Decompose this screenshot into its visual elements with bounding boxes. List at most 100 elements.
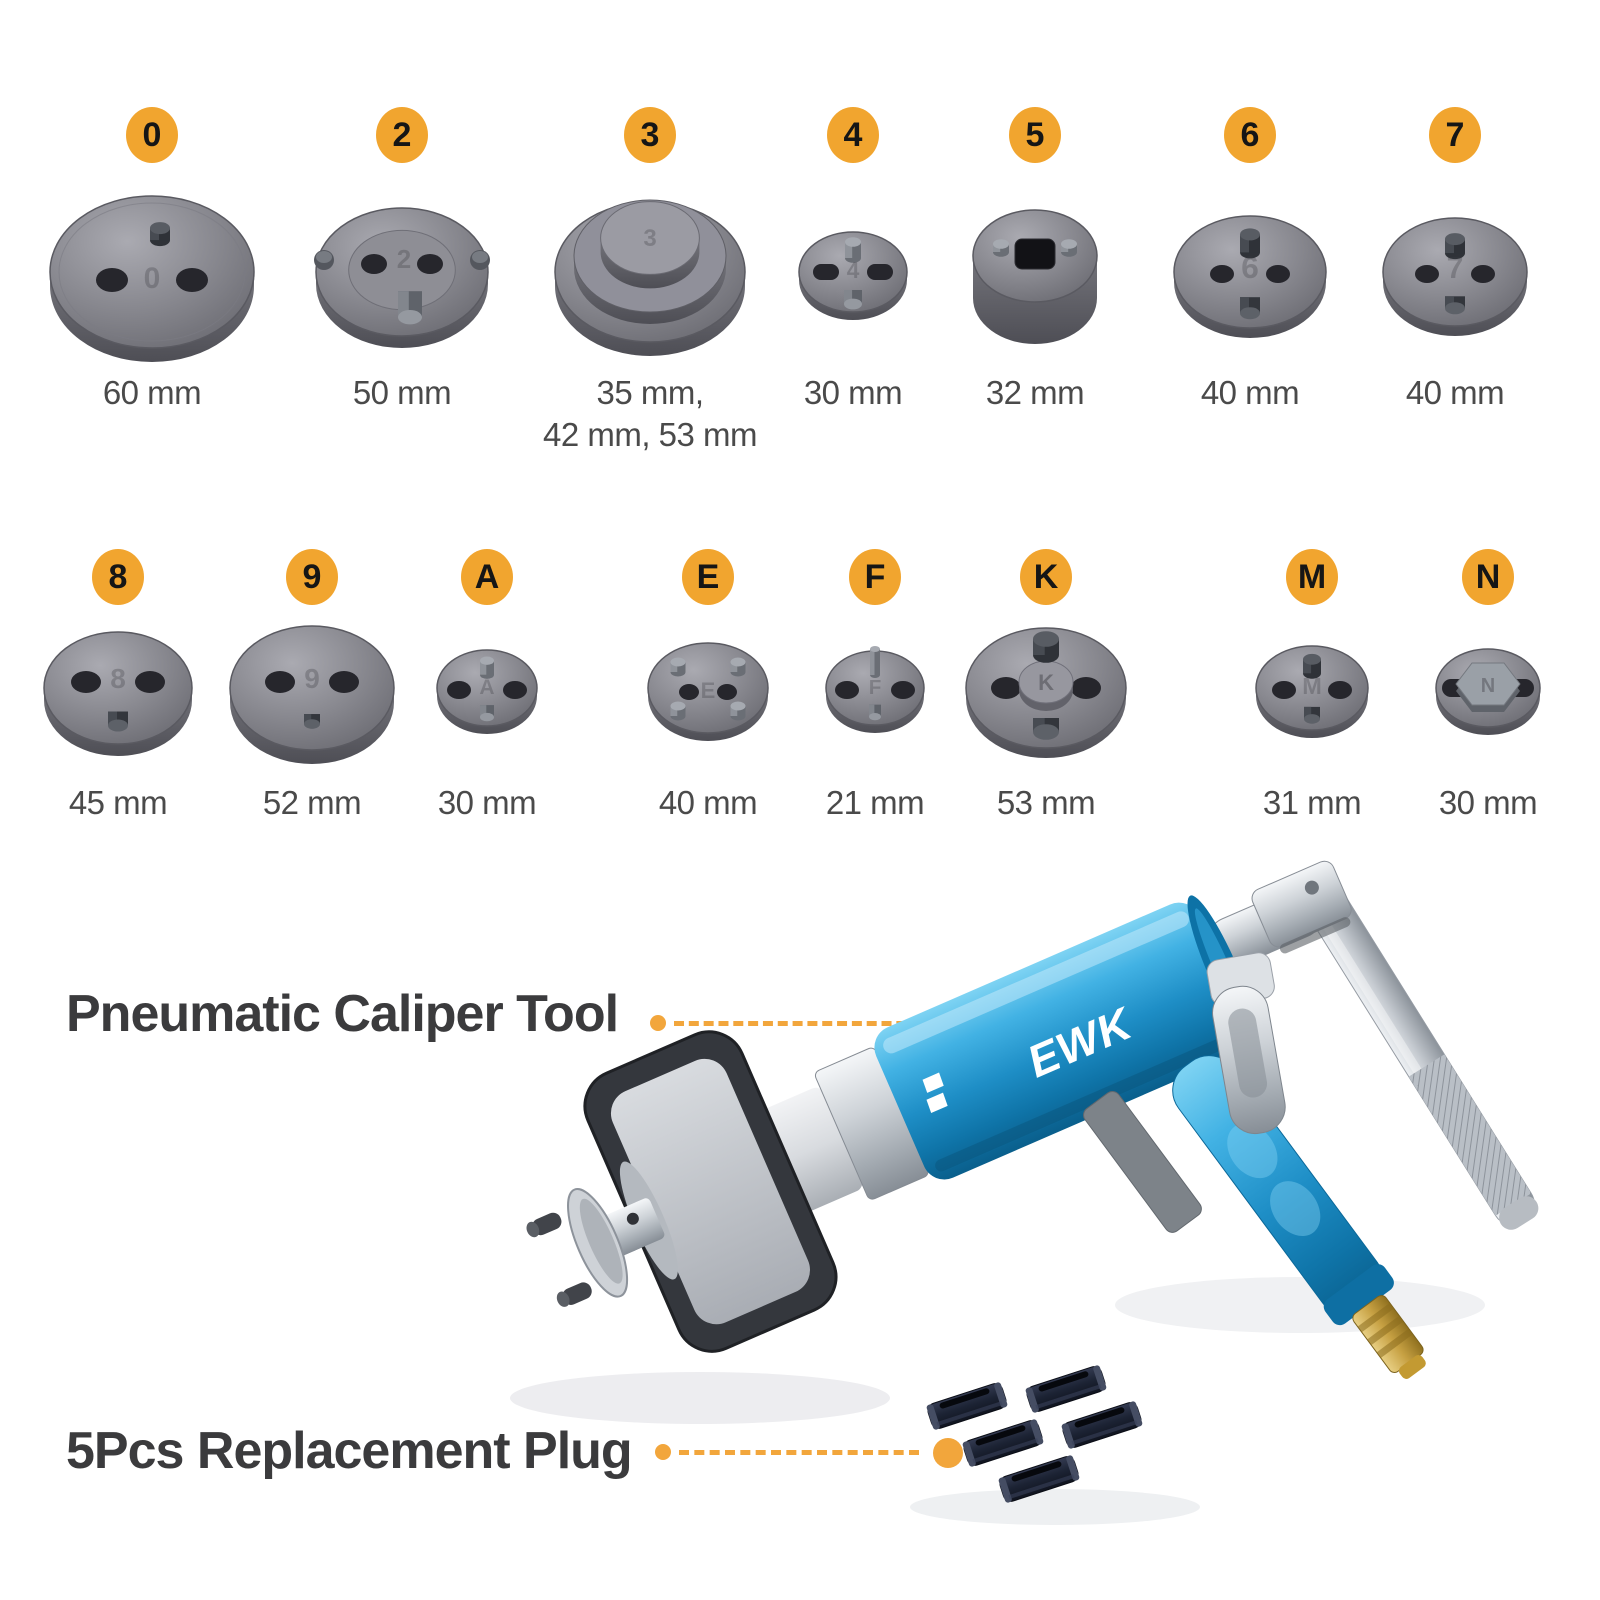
adapter-disc-drawing: 8	[43, 631, 193, 756]
svg-text:M: M	[1302, 673, 1322, 699]
svg-text:3: 3	[643, 225, 656, 252]
adapter-badge-E: E	[682, 549, 734, 605]
svg-text:7: 7	[1447, 252, 1464, 285]
adapter-disc-drawing: 2	[314, 207, 490, 348]
leader-dash-line	[674, 1021, 936, 1026]
adapter-8: 8 8 45 mm	[0, 549, 248, 824]
tool-bracket	[1083, 1091, 1202, 1233]
adapter-disc-drawing: 0	[49, 195, 255, 362]
grip-bump	[1270, 1181, 1321, 1237]
adapter-badge-2: 2	[376, 107, 428, 163]
adapter-disc-3-illustration: 3	[520, 172, 780, 372]
front-pin-cap	[556, 1291, 570, 1307]
fitting-tip	[1398, 1355, 1426, 1379]
svg-text:8: 8	[110, 663, 126, 694]
adapter-4: 4 4 30 mm	[723, 107, 983, 414]
adapter-disc-N-illustration: N	[1358, 588, 1600, 788]
svg-text:F: F	[869, 676, 882, 699]
adapter-badge-F: F	[849, 549, 901, 605]
replacement-plug	[962, 1419, 1044, 1467]
replacement-plug	[1061, 1401, 1143, 1449]
tool-shadow	[1115, 1277, 1485, 1333]
adapter-F: F F 21 mm	[745, 549, 1005, 824]
adapter-disc-drawing: 9	[229, 625, 395, 764]
adapter-badge-3: 3	[624, 107, 676, 163]
adapter-disc-drawing: F	[825, 646, 925, 733]
adapter-2: 2 2 50 mm	[272, 107, 532, 414]
svg-text:2: 2	[397, 244, 411, 274]
adapter-E: E E 40 mm	[578, 549, 838, 824]
adapter-disc-E-illustration: E	[578, 588, 838, 788]
adapter-disc-7-illustration: 7	[1325, 172, 1585, 372]
adapter-5: 5 32 mm	[905, 107, 1165, 414]
adapter-size-label: 40 mm	[658, 784, 758, 821]
adapter-badge-M: M	[1286, 549, 1338, 605]
tool-handle-rod	[1300, 876, 1539, 1230]
cylinder-highlight	[883, 911, 1189, 1054]
replacement-plug	[998, 1455, 1080, 1503]
svg-text:0: 0	[144, 262, 161, 295]
adapter-7: 7 7 40 mm	[1325, 107, 1585, 414]
adapter-disc-4-illustration: 4	[723, 172, 983, 372]
adapter-K: K K 53 mm	[916, 549, 1176, 824]
adapter-0: 0 0 60 mm	[22, 107, 282, 414]
adapter-9: 9 9 52 mm	[182, 549, 442, 824]
adapter-disc-9-illustration: 9	[182, 588, 442, 788]
adapter-disc-drawing: E	[647, 642, 769, 741]
tool-grip	[1172, 1055, 1426, 1379]
adapter-badge-4: 4	[827, 107, 879, 163]
adapter-M: M M 31 mm	[1182, 549, 1442, 824]
adapter-disc-drawing: 4	[798, 231, 908, 320]
adapter-size-label: 32 mm	[985, 374, 1085, 411]
adapter-disc-drawing: N	[1435, 648, 1541, 735]
adapter-disc-drawing: M	[1255, 645, 1369, 738]
handle-pivot-block	[1251, 860, 1352, 954]
pivot-screw	[1304, 880, 1319, 895]
adapter-badge-A: A	[461, 549, 513, 605]
cylinder-shade	[935, 1031, 1241, 1172]
leader-dot	[655, 1444, 671, 1460]
adapter-disc-drawing	[972, 209, 1098, 344]
adapter-badge-7: 7	[1429, 107, 1481, 163]
adapter-disc-F-illustration: F	[745, 588, 1005, 788]
adapter-6: 6 6 40 mm	[1120, 107, 1380, 414]
grip-bump	[1227, 1123, 1278, 1179]
adapter-disc-0-illustration: 0	[22, 172, 282, 372]
adapter-size-label: 21 mm	[825, 784, 925, 821]
svg-text:4: 4	[847, 257, 860, 283]
front-pin	[562, 1282, 592, 1305]
plugs-shadow	[910, 1489, 1200, 1525]
adapter-size-label: 53 mm	[996, 784, 1096, 821]
replacement-plug-label: 5Pcs Replacement Plug	[66, 1422, 633, 1480]
adapter-disc-5-illustration	[905, 172, 1165, 372]
leader-dot	[650, 1015, 666, 1031]
adapter-size-label: 40 mm	[1405, 374, 1505, 411]
adapter-disc-8-illustration: 8	[0, 588, 248, 788]
svg-text:9: 9	[304, 663, 320, 694]
adapter-size-label: 31 mm	[1262, 784, 1362, 821]
grip-collar	[1323, 1264, 1394, 1326]
adapter-A: A A 30 mm	[357, 549, 617, 824]
tool-lever-clip	[1206, 952, 1286, 1135]
adapter-badge-N: N	[1462, 549, 1514, 605]
adapter-disc-drawing: A	[436, 649, 538, 734]
adapter-disc-drawing: 3	[554, 199, 746, 356]
adapter-size-label: 52 mm	[262, 784, 362, 821]
adapter-size-label: 30 mm	[1438, 784, 1538, 821]
adapter-size-label: 30 mm	[803, 374, 903, 411]
adapter-size-label: 50 mm	[352, 374, 452, 411]
svg-text:K: K	[1038, 670, 1054, 695]
adapter-N: N N 30 mm	[1358, 549, 1600, 824]
svg-text:N: N	[1481, 675, 1495, 697]
adapter-badge-9: 9	[286, 549, 338, 605]
adapter-badge-5: 5	[1009, 107, 1061, 163]
front-adapter-disc-inner	[579, 1198, 623, 1284]
adapter-badge-K: K	[1020, 549, 1072, 605]
adapter-size-label: 40 mm	[1200, 374, 1300, 411]
adapter-disc-drawing: K	[965, 627, 1127, 758]
adapter-badge-8: 8	[92, 549, 144, 605]
adapter-size-label: 30 mm	[437, 784, 537, 821]
ewk-logo-icon	[922, 1072, 948, 1114]
tool-shadow	[510, 1372, 890, 1424]
adapter-disc-2-illustration: 2	[272, 172, 532, 372]
